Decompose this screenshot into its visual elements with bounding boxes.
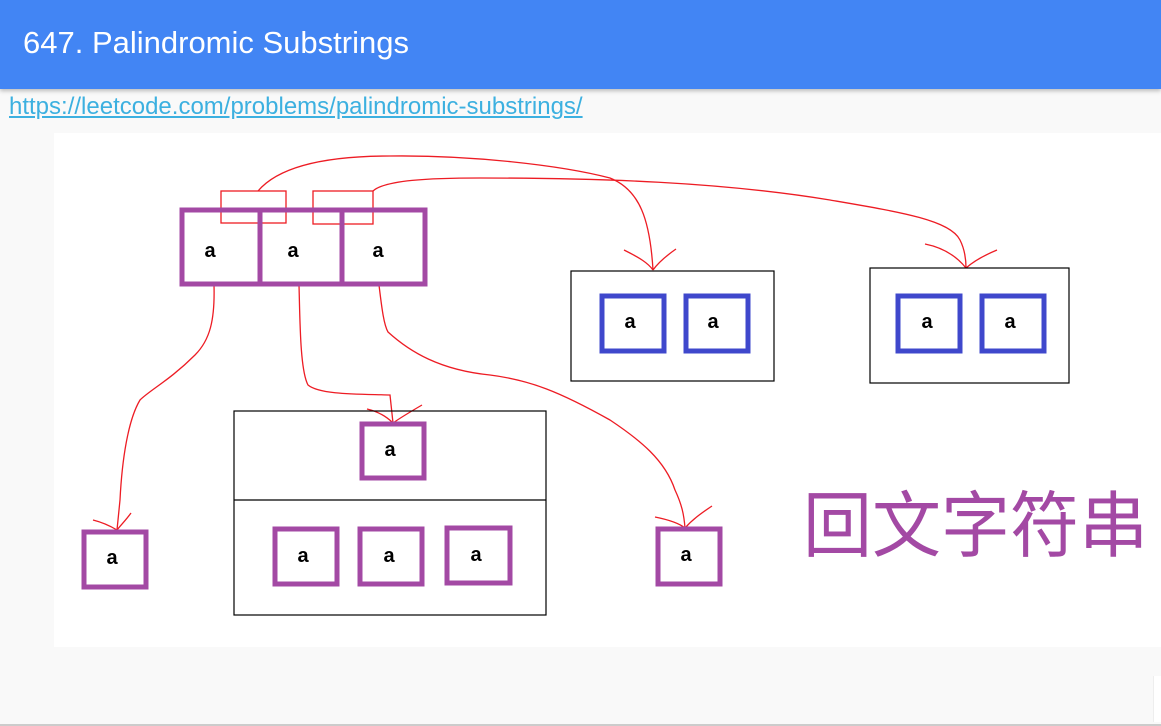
center-group: a a a a [233, 410, 547, 616]
center-bottom-cell-3: a [470, 544, 482, 566]
left-single-cell: a [106, 547, 118, 569]
palindrome-diagram: a a a a a a a a a [81, 155, 1148, 616]
source-cell-2: a [287, 240, 299, 262]
pair-1-cell-2: a [707, 311, 719, 333]
source-string: a a a [179, 207, 428, 287]
problem-link[interactable]: https://leetcode.com/problems/palindromi… [9, 93, 583, 120]
right-single: a [655, 526, 723, 587]
arrow-to-pair-group-2 [372, 177, 967, 269]
arrow-to-left-single [116, 284, 215, 531]
center-bottom-cell-2: a [383, 545, 395, 567]
arrow-to-pair-group-1 [257, 155, 654, 271]
source-cell-1: a [204, 240, 216, 262]
center-bottom-cell-1: a [297, 545, 309, 567]
arrow-to-center-top-cell [298, 284, 394, 424]
page-title: 647. Palindromic Substrings [23, 25, 409, 60]
pair-2-cell-1: a [921, 311, 933, 333]
bottom-divider [0, 724, 1161, 726]
caption-palindromic-string: 回文字符串 [803, 484, 1148, 568]
source-cell-3: a [372, 240, 384, 262]
pair-group-1: a a [570, 270, 775, 382]
diagram-canvas: a a a a a a a a a [54, 133, 1161, 647]
pair-1-cell-1: a [624, 311, 636, 333]
left-single: a [81, 529, 149, 590]
corner-widget [1153, 676, 1161, 722]
arrow-to-right-single [378, 284, 686, 529]
pair-2-cell-2: a [1004, 311, 1016, 333]
slide-header: 647. Palindromic Substrings [0, 0, 1161, 89]
pair-window-1 [220, 190, 287, 224]
right-single-cell: a [680, 544, 692, 566]
center-top-cell: a [384, 439, 396, 461]
pair-group-2: a a [869, 267, 1070, 384]
